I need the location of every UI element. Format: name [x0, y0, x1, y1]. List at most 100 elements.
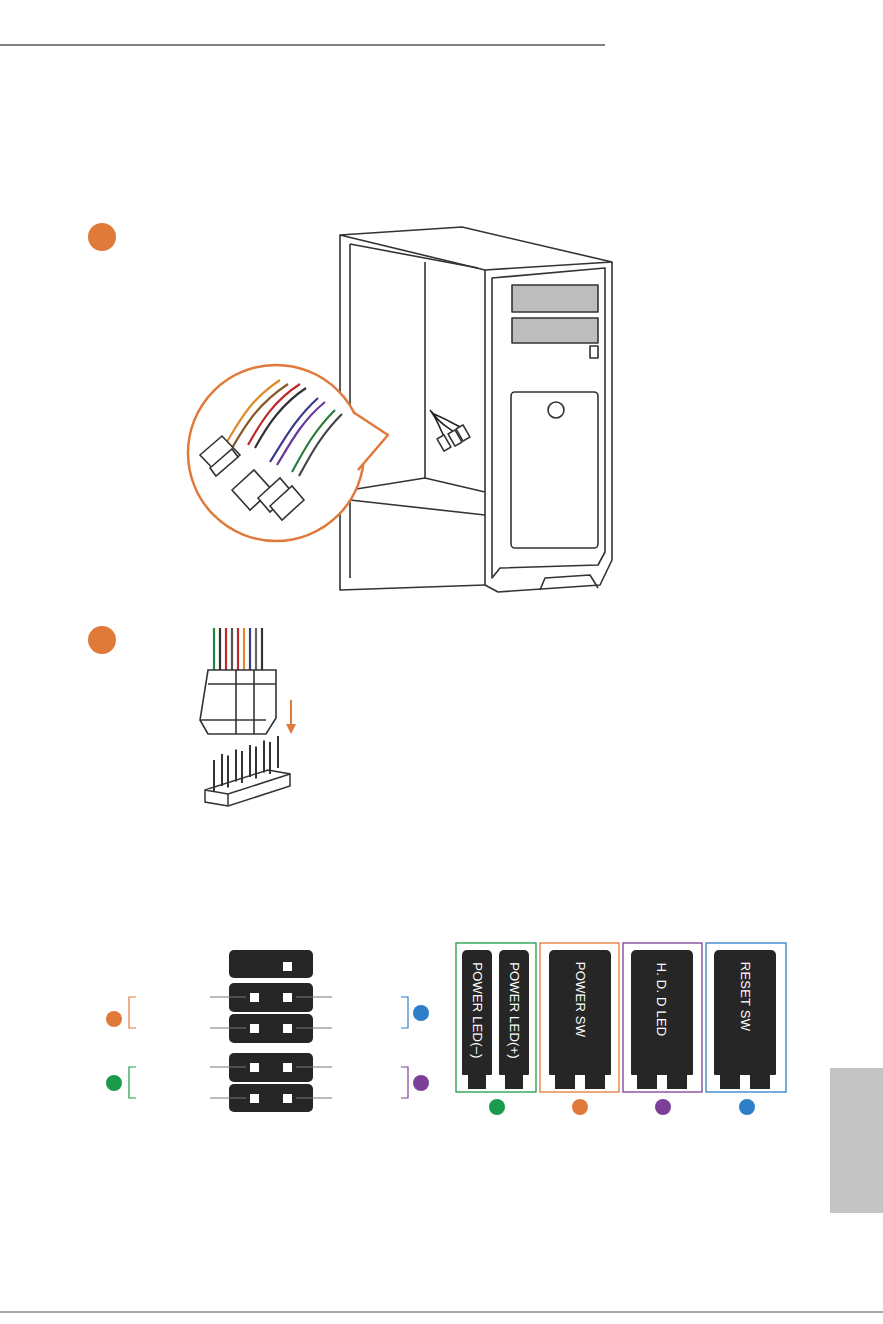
computer-case: [492, 268, 605, 578]
zoom-callout: [200, 436, 304, 520]
zoom-callout: [350, 420, 358, 460]
connector-plug: [200, 670, 276, 734]
zoom-callout: [353, 412, 388, 470]
computer-case: [424, 262, 426, 478]
connector-plug: [231, 628, 233, 670]
plug-group-outline: [706, 943, 786, 1092]
connector-plug: [237, 628, 239, 670]
plug-label: H. D. D LED: [654, 962, 669, 1036]
pin-header: [214, 736, 278, 792]
pin-header: [227, 756, 229, 788]
plug-foot: [468, 1075, 770, 1089]
pin-header: [277, 736, 279, 768]
front-panel-header: [210, 1028, 246, 1029]
plug-foot: [667, 1075, 687, 1089]
plug-group-outline: [456, 943, 536, 1092]
plug-foot: [750, 1075, 770, 1089]
connector-plug: [225, 628, 227, 670]
front-panel-header: [250, 993, 292, 1103]
connector-plug: H. D. D LED: [631, 950, 693, 1075]
front-panel-header: [283, 1024, 292, 1033]
front-panel-header: [210, 1098, 246, 1099]
plug-label: POWER LED(+): [506, 962, 521, 1059]
front-panel-header: [250, 1024, 259, 1033]
page-rule: [0, 45, 883, 1312]
pin-header: [221, 754, 223, 786]
pin-header: [235, 750, 237, 782]
zoom-callout: [200, 380, 342, 520]
pin-header: [205, 774, 290, 794]
computer-case: [340, 227, 612, 592]
pin-header: [205, 736, 290, 806]
pin-header: [255, 747, 257, 779]
computer-case: [350, 500, 485, 515]
pin-header: [213, 760, 215, 792]
zoom-callout: [270, 398, 318, 462]
connector-plug: [219, 628, 221, 670]
connector-plug: [261, 628, 263, 670]
connector-plug: [200, 719, 266, 721]
pin-header: [263, 741, 265, 773]
step-marker: [88, 223, 116, 251]
pin-header: [227, 794, 229, 806]
color-dot: [489, 1099, 505, 1115]
plug-label: POWER LED(–): [470, 962, 485, 1058]
computer-case: [590, 346, 598, 358]
front-panel-header: [296, 997, 332, 998]
front-panel-header: [283, 1063, 292, 1072]
plug-foot: [585, 1075, 605, 1089]
front-panel-header: [210, 997, 332, 1098]
page-rule: [0, 1312, 883, 1313]
front-panel-header: [210, 997, 246, 998]
connector-plug: [200, 670, 276, 734]
zoom-callout: [188, 365, 388, 541]
front-panel-header: [229, 950, 313, 978]
computer-case: [548, 402, 564, 418]
computer-case: [350, 478, 485, 492]
plug-group-outline: [623, 943, 702, 1092]
color-dot: [413, 1005, 429, 1021]
bracket: [129, 997, 408, 1098]
zoom-callout: [292, 410, 335, 472]
color-dot: [572, 1099, 588, 1115]
pin-header: [205, 770, 290, 806]
pin-header: [241, 751, 243, 783]
computer-case: [350, 244, 478, 268]
plug-group-outline: [540, 943, 619, 1092]
front-panel-header: [283, 962, 292, 971]
connector-plug: [214, 628, 262, 670]
color-dot: [739, 1099, 755, 1115]
plug-foot: [555, 1075, 575, 1089]
bracket: [401, 997, 408, 1028]
plug-group-outline: [456, 943, 786, 1092]
front-panel-header: [250, 1063, 259, 1072]
step-marker: [88, 626, 116, 654]
connector-plug: [208, 683, 276, 685]
plug-foot: [468, 1075, 486, 1089]
page-rule: [830, 1068, 883, 1213]
front-panel-header: [250, 1094, 259, 1103]
pin-header: [269, 742, 271, 774]
color-dot: [655, 1099, 671, 1115]
front-panel-header: [296, 1028, 332, 1029]
front-panel-header: [210, 1067, 246, 1068]
computer-case: [437, 435, 451, 451]
computer-case: [512, 285, 598, 312]
connector-plug: POWER SW: [549, 950, 611, 1075]
bracket: [129, 1067, 136, 1098]
connector-plug: POWER LED(–): [462, 950, 492, 1075]
connector-plug: [213, 628, 215, 670]
front-panel-header: [296, 1098, 332, 1099]
connector-plug: [243, 628, 245, 670]
computer-case: [540, 575, 598, 590]
plug-foot: [637, 1075, 657, 1089]
computer-case: [512, 318, 598, 343]
computer-case: [456, 425, 470, 441]
front-panel-header: [250, 993, 259, 1002]
bracket: [401, 1067, 408, 1098]
front-panel-header: [283, 1094, 292, 1103]
computer-case: [340, 227, 612, 270]
front-panel-header: [296, 1067, 332, 1068]
